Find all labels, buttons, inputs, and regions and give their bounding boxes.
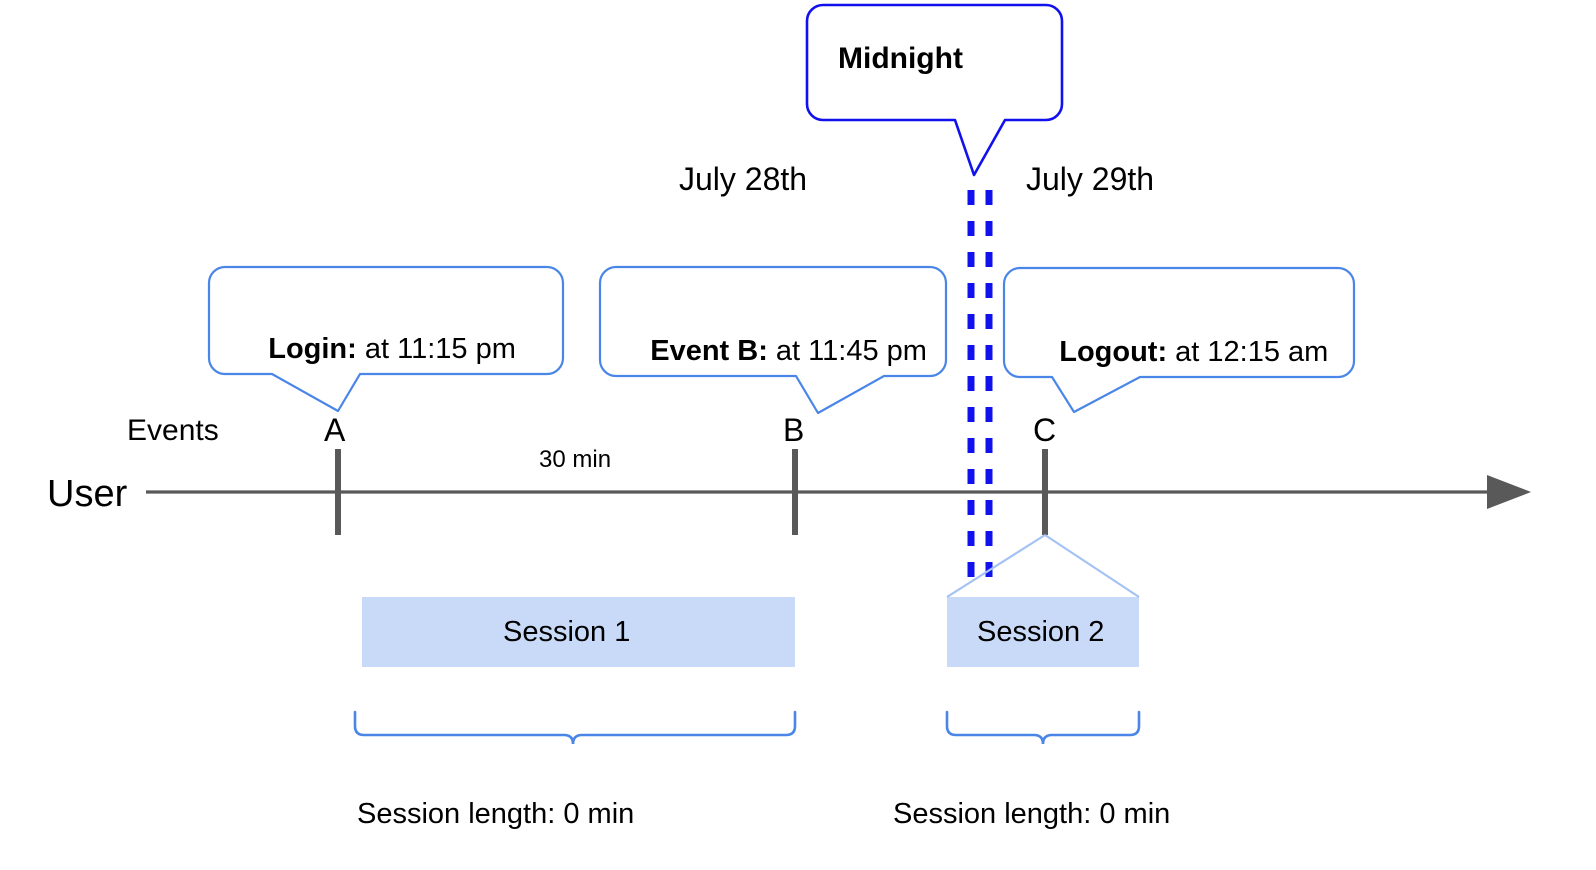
user-row-label: User bbox=[47, 473, 128, 515]
logout-bubble-path bbox=[1002, 266, 1356, 414]
login-callout-shape bbox=[207, 265, 565, 413]
date-label-left: July 28th bbox=[679, 161, 808, 197]
session-1-label: Session 1 bbox=[503, 616, 631, 648]
login-bubble-path bbox=[207, 265, 565, 413]
session-2-leader-right bbox=[1044, 534, 1140, 598]
login-callout-rest: at 11:15 pm bbox=[356, 333, 516, 365]
event-marker-label-c: C bbox=[1033, 412, 1057, 448]
logout-callout-label: Logout: at 12:15 am bbox=[1027, 309, 1328, 396]
midnight-bubble-path bbox=[805, 3, 1064, 177]
timeline-axis bbox=[146, 475, 1531, 509]
event-b-callout-shape bbox=[598, 265, 948, 415]
session-2-length-label: Session length: 0 min bbox=[893, 798, 1171, 830]
session-2-brace bbox=[945, 710, 1141, 745]
session-1-brace bbox=[353, 710, 797, 745]
session-2-leader-left bbox=[946, 534, 1046, 598]
session-1-length-label: Session length: 0 min bbox=[357, 798, 635, 830]
event-b-callout-lead: Event B: bbox=[650, 335, 768, 367]
logout-callout-rest: at 12:15 am bbox=[1167, 336, 1329, 368]
date-label-right: July 29th bbox=[1026, 161, 1155, 197]
session-2-label: Session 2 bbox=[977, 616, 1105, 648]
event-marker-label-b: B bbox=[783, 412, 805, 448]
event-b-callout-rest: at 11:45 pm bbox=[767, 335, 927, 367]
timeline-arrowhead bbox=[1487, 475, 1531, 509]
login-callout-lead: Login: bbox=[268, 333, 357, 365]
midnight-dashed-lines bbox=[967, 190, 993, 578]
event-b-bubble-path bbox=[598, 265, 948, 415]
logout-callout-shape bbox=[1002, 266, 1356, 414]
event-b-callout-label: Event B: at 11:45 pm bbox=[618, 308, 927, 395]
session-2-leader-lines bbox=[946, 534, 1140, 598]
event-marker-label-a: A bbox=[324, 412, 346, 448]
events-row-label: Events bbox=[127, 414, 219, 447]
interval-duration-label: 30 min bbox=[539, 446, 612, 473]
midnight-callout-shape bbox=[805, 3, 1064, 177]
logout-callout-lead: Logout: bbox=[1059, 336, 1168, 368]
event-tick-marks bbox=[335, 449, 1048, 535]
login-callout-label: Login: at 11:15 pm bbox=[236, 306, 516, 393]
session-1-box bbox=[362, 597, 795, 667]
midnight-callout-label: Midnight bbox=[838, 42, 963, 75]
session-2-box bbox=[947, 597, 1139, 667]
